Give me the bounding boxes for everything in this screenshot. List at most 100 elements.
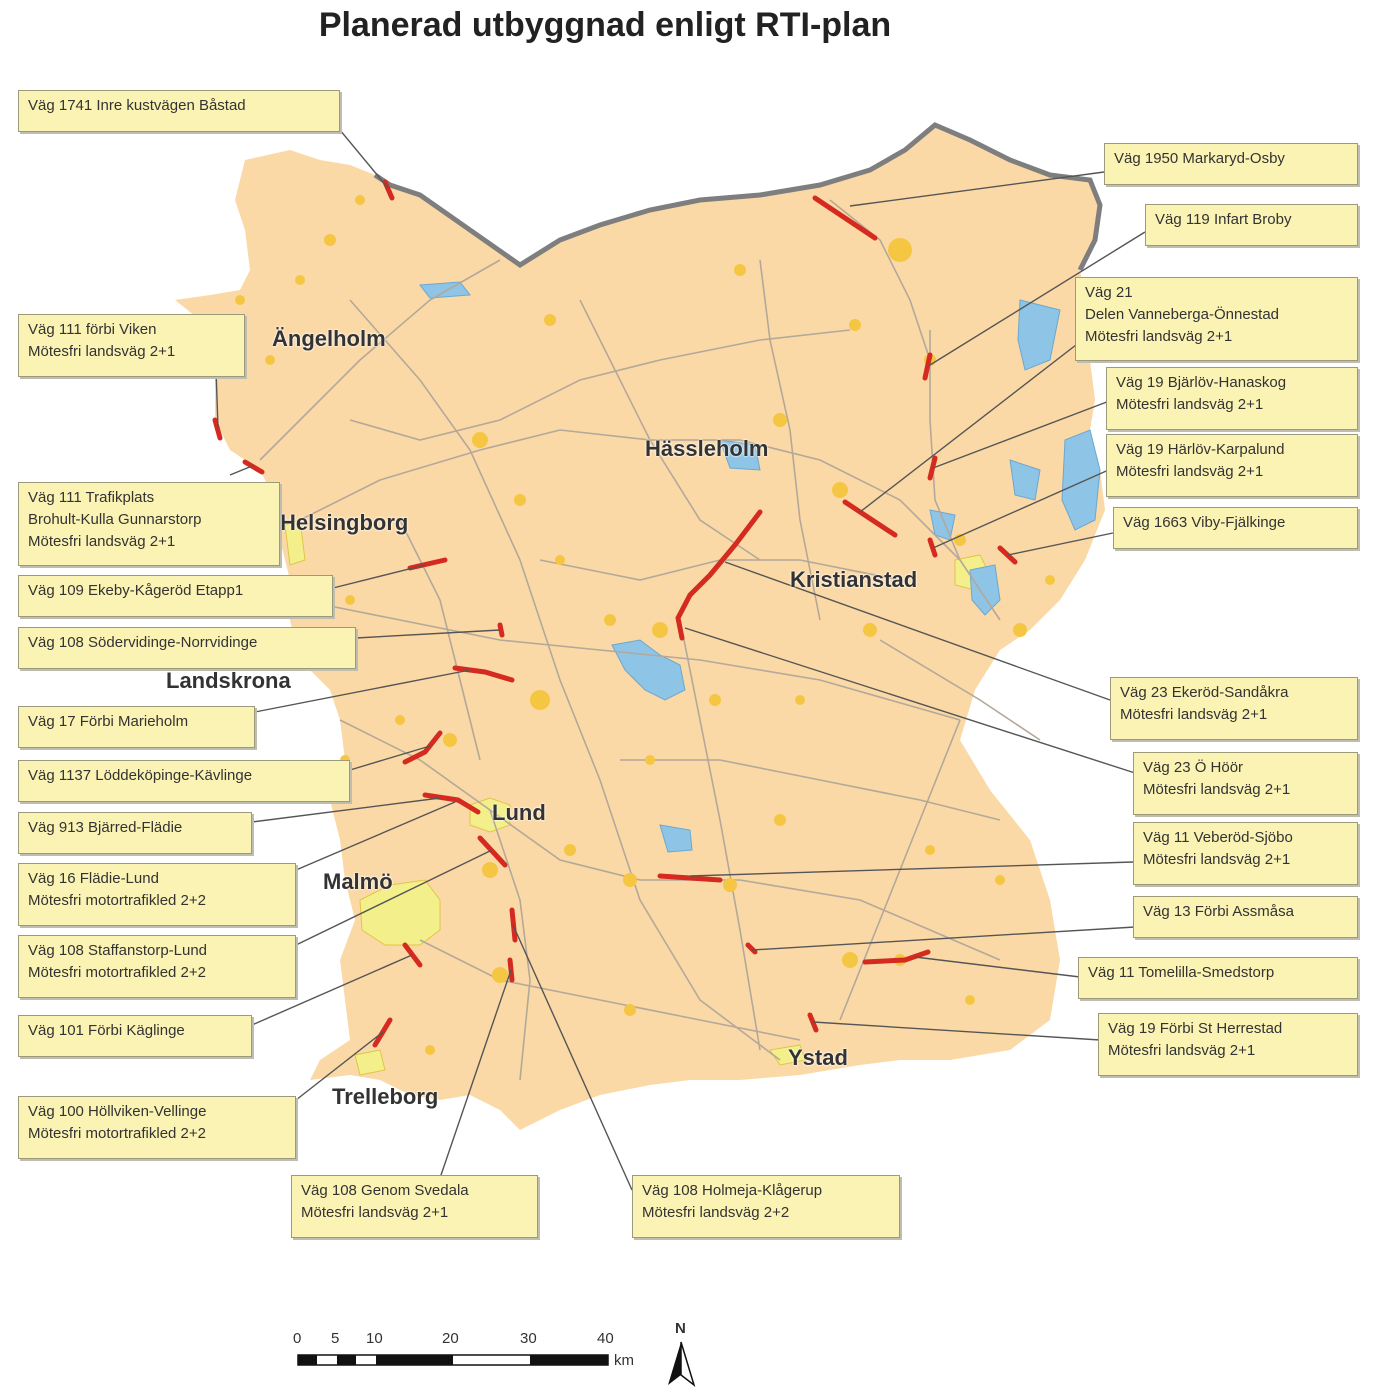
callout-line: Mötesfri motortrafikled 2+2	[28, 892, 206, 909]
road-11-tomelilla	[862, 949, 931, 965]
road-1137	[402, 730, 443, 765]
trelleborg-area	[354, 1049, 386, 1076]
road-11-veberod	[657, 873, 723, 883]
callout-line: Väg 1137 Löddeköpinge-Kävlinge	[28, 767, 253, 784]
callout-line: Mötesfri landsväg 2+1	[1143, 851, 1291, 868]
road-19-harlov	[927, 537, 938, 558]
road-108-soder	[497, 622, 505, 638]
lake-vomb	[659, 824, 693, 853]
callout-line: Mötesfri landsväg 2+1	[28, 533, 176, 550]
callout-vag-913: Väg 913 Bjärred-Flädie	[18, 812, 252, 854]
callout-line: Väg 19 Härlöv-Karpalund	[1116, 441, 1285, 458]
city-label-malmo: Malmö	[323, 869, 393, 894]
lake-north	[419, 281, 471, 299]
lake-ringsjon	[611, 639, 686, 701]
callout-line: Mötesfri landsväg 2+2	[642, 1204, 790, 1221]
callout-vag-119: Väg 119 Infart Broby	[1145, 204, 1358, 246]
city-label-landskrona: Landskrona	[166, 668, 291, 693]
callout-vag-108-staffan: Väg 108 Staffanstorp-Lund Mötesfri motor…	[18, 935, 296, 998]
callout-vag-1137: Väg 1137 Löddeköpinge-Kävlinge	[18, 760, 350, 802]
callout-line: Väg 108 Holmeja-Klågerup	[642, 1182, 823, 1199]
road-108-staffan	[477, 835, 508, 868]
callout-line: Väg 1950 Markaryd-Osby	[1114, 150, 1285, 167]
scale-seg-4	[530, 1355, 608, 1365]
road-17	[452, 665, 515, 683]
callout-line: Mötesfri landsväg 2+1	[1120, 706, 1268, 723]
land-skane	[175, 125, 1105, 1130]
road-1950	[812, 195, 878, 241]
callout-line: Väg 1741 Inre kustvägen Båstad	[28, 97, 246, 114]
callout-line: Väg 16 Flädie-Lund	[28, 870, 159, 887]
city-label-ystad: Ystad	[788, 1045, 848, 1070]
callout-line: Mötesfri landsväg 2+1	[1116, 396, 1264, 413]
scale-tick-5: 5	[331, 1330, 340, 1347]
callout-vag-108-soder: Väg 108 Södervidinge-Norrvidinge	[18, 627, 356, 669]
callout-line: Väg 1663 Viby-Fjälkinge	[1123, 514, 1286, 531]
scale-tick-40: 40	[597, 1330, 614, 1347]
scale-tick-0: 0	[293, 1330, 302, 1347]
callout-line: Väg 111 Trafikplats	[28, 489, 155, 506]
callout-line: Väg 13 Förbi Assmåsa	[1143, 903, 1294, 920]
callout-line: Väg 11 Tomelilla-Smedstorp	[1088, 964, 1275, 981]
callout-line: Mötesfri landsväg 2+1	[301, 1204, 449, 1221]
callout-vag-19-harlov: Väg 19 Härlöv-Karpalund Mötesfri landsvä…	[1106, 434, 1358, 497]
callout-vag-17: Väg 17 Förbi Marieholm	[18, 706, 255, 748]
callout-line: Mötesfri landsväg 2+1	[28, 343, 176, 360]
callout-line: Väg 19 Bjärlöv-Hanaskog	[1116, 374, 1287, 391]
road-1663	[997, 545, 1018, 565]
scale-tick-10: 10	[366, 1330, 383, 1347]
callout-vag-109: Väg 109 Ekeby-Kågeröd Etapp1	[18, 575, 333, 617]
lake-ose	[1017, 299, 1061, 371]
city-label-hassleholm: Hässleholm	[645, 436, 769, 461]
callout-line: Mötesfri landsväg 2+1	[1108, 1042, 1256, 1059]
road-13	[745, 942, 758, 955]
callout-vag-16: Väg 16 Flädie-Lund Mötesfri motortrafikl…	[18, 863, 296, 926]
scale-unit: km	[614, 1352, 634, 1369]
callout-line: Väg 19 Förbi St Herrestad	[1108, 1020, 1283, 1037]
callout-vag-13: Väg 13 Förbi Assmåsa	[1133, 896, 1358, 938]
lakes	[419, 281, 1101, 853]
north-arrow-icon	[668, 1341, 696, 1387]
callout-line: Väg 111 förbi Viken	[28, 321, 157, 338]
callout-line: Väg 23 Ekeröd-Sandåkra	[1120, 684, 1289, 701]
callout-line: Väg 23 Ö Höör	[1143, 759, 1244, 776]
callout-line: Väg 11 Veberöd-Sjöbo	[1143, 829, 1293, 846]
callout-vag-1663: Väg 1663 Viby-Fjälkinge	[1113, 507, 1358, 549]
city-label-helsingborg: Helsingborg	[280, 510, 409, 535]
road-101	[402, 942, 423, 968]
road-network	[259, 199, 1041, 1081]
city-label-lund: Lund	[492, 800, 546, 825]
callout-line: Mötesfri landsväg 2+1	[1116, 463, 1264, 480]
callout-vag-19-bjarlov: Väg 19 Bjärlöv-Hanaskog Mötesfri landsvä…	[1106, 367, 1358, 430]
road-16	[455, 797, 481, 815]
callout-vag-111-viken: Väg 111 förbi Viken Mötesfri landsväg 2+…	[18, 314, 245, 377]
callout-vag-100: Väg 100 Höllviken-Vellinge Mötesfri moto…	[18, 1096, 296, 1159]
road-913	[422, 792, 461, 803]
callout-line: Väg 108 Södervidinge-Norrvidinge	[28, 634, 258, 651]
callout-vag-21: Väg 21 Delen Vanneberga-Önnestad Mötesfr…	[1075, 277, 1358, 361]
map-title: Planerad utbyggnad enligt RTI-plan	[318, 6, 892, 44]
callout-line: Väg 119 Infart Broby	[1155, 211, 1292, 228]
lake-small-1	[719, 439, 761, 471]
scale-bar	[297, 1354, 609, 1366]
callout-line: Brohult-Kulla Gunnarstorp	[28, 511, 202, 528]
road-119	[922, 352, 933, 381]
callout-vag-108-svedala: Väg 108 Genom Svedala Mötesfri landsväg …	[291, 1175, 538, 1238]
callout-line: Väg 17 Förbi Marieholm	[28, 713, 189, 730]
urban-areas	[235, 195, 1055, 1055]
callout-line: Väg 101 Förbi Käglinge	[28, 1022, 185, 1039]
road-23-hoor	[675, 592, 693, 641]
scale-seg-3	[376, 1355, 453, 1365]
callout-line: Mötesfri motortrafikled 2+2	[28, 1125, 206, 1142]
leader-lines	[215, 117, 1146, 1191]
callout-vag-1950: Väg 1950 Markaryd-Osby	[1104, 143, 1358, 185]
scale-seg-2	[337, 1355, 356, 1365]
road-21	[842, 499, 898, 538]
road-111-viken	[212, 417, 223, 441]
callout-vag-11-veberod: Väg 11 Veberöd-Sjöbo Mötesfri landsväg 2…	[1133, 822, 1358, 885]
callout-line: Väg 100 Höllviken-Vellinge	[28, 1103, 207, 1120]
callout-line: Väg 108 Staffanstorp-Lund	[28, 942, 208, 959]
callout-line: Mötesfri landsväg 2+1	[1085, 328, 1233, 345]
callout-line: Väg 109 Ekeby-Kågeröd Etapp1	[28, 582, 244, 599]
